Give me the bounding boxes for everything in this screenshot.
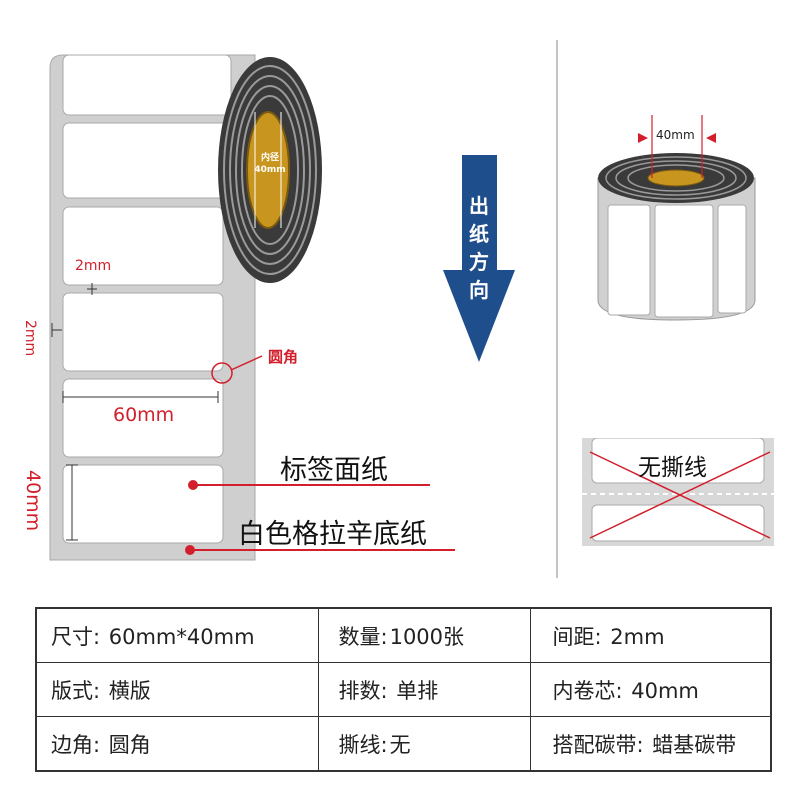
table-cell: 撕线:无 (317, 716, 531, 772)
table-cell: 搭配碳带: 蜡基碳带 (529, 716, 772, 772)
corner-label: 圆角 (268, 348, 299, 366)
label-paper-text: 标签面纸 (280, 455, 388, 486)
corner-circle (211, 362, 233, 384)
label-2 (62, 122, 232, 199)
table-cell: 边角: 圆角 (35, 716, 319, 772)
label-6 (62, 464, 224, 544)
table-cell: 排数: 单排 (317, 662, 531, 717)
side-core (647, 169, 705, 187)
width-label: 60mm (113, 404, 175, 426)
label-5 (62, 378, 224, 458)
label-4 (62, 292, 224, 372)
gap-vertical-label: 2mm (22, 320, 38, 357)
label-1 (62, 54, 232, 116)
height-label: 40mm (22, 470, 44, 532)
table-cell: 内卷芯: 40mm (529, 662, 772, 717)
arrow-text: 出 纸 方 向 (469, 194, 489, 302)
paper-direction-arrow (443, 155, 515, 362)
table-row: 边角: 圆角 撕线:无 搭配碳带: 蜡基碳带 (35, 716, 772, 772)
no-tear-diagram (582, 438, 774, 546)
spec-table: 尺寸: 60mm*40mm 数量:1000张 间距: 2mm 版式: 横版 排数… (35, 607, 772, 772)
roll-body (218, 57, 322, 283)
table-cell: 间距: 2mm (529, 607, 772, 663)
label-roll-diagram (49, 40, 558, 578)
core-label: 内径 40mm (254, 153, 286, 175)
backing-paper-text: 白色格拉辛底纸 (238, 519, 427, 550)
table-cell: 版式: 横版 (35, 662, 319, 717)
table-row: 版式: 横版 排数: 单排 内卷芯: 40mm (35, 662, 772, 717)
table-cell: 尺寸: 60mm*40mm (35, 607, 319, 663)
roll-side-view (597, 115, 756, 321)
table-cell: 数量:1000张 (317, 607, 531, 663)
label-3 (62, 206, 224, 286)
table-row: 尺寸: 60mm*40mm 数量:1000张 间距: 2mm (35, 607, 772, 663)
gap-horizontal-label: 2mm (75, 258, 112, 274)
roll-core (246, 111, 290, 229)
side-core-width-label: 40mm (656, 128, 695, 142)
no-tear-label: 无撕线 (638, 455, 707, 481)
